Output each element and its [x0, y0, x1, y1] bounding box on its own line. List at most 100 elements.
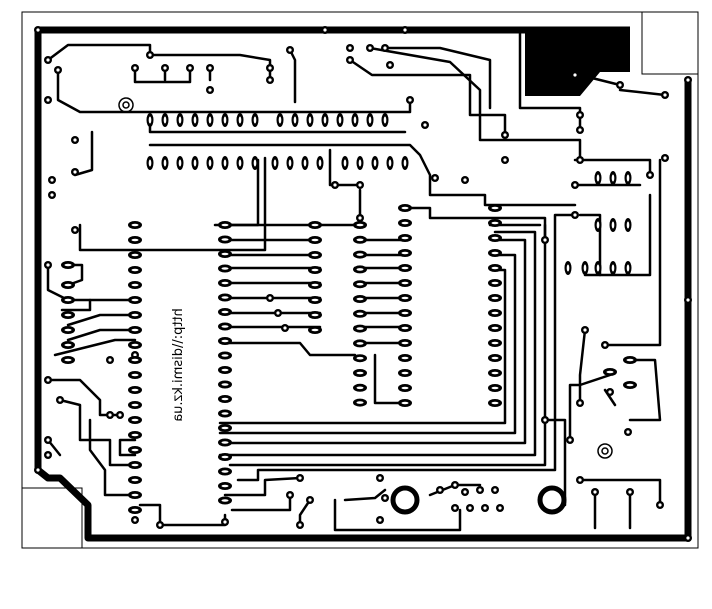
mounting-holes [390, 485, 567, 515]
ic-pin-hole [368, 116, 372, 124]
pad-layer [34, 26, 692, 542]
ic-pin-hole [163, 159, 167, 167]
ic-pin-hole [221, 484, 229, 488]
ic-pin-hole [338, 116, 342, 124]
ic-pin-hole [491, 356, 499, 360]
ic-pin-hole [64, 328, 72, 332]
pad-drill-hole [618, 83, 622, 87]
pad-drill-hole [58, 398, 62, 402]
pad-drill-hole [478, 488, 482, 492]
pad-drill-hole [36, 28, 40, 32]
ic-pin-hole [311, 298, 319, 302]
pad-drill-hole [133, 66, 137, 70]
ic-pin-hole [401, 311, 409, 315]
pad-drill-hole [608, 390, 612, 394]
ic-pin-hole [221, 368, 229, 372]
pad-drill-hole [308, 498, 312, 502]
pad-drill-hole [663, 93, 667, 97]
ic-pin-hole [148, 116, 152, 124]
ic-pin-hole [131, 418, 139, 422]
pad-drill-hole [578, 128, 582, 132]
ic-pin-hole [356, 312, 364, 316]
ic-pin-hole [131, 268, 139, 272]
pad-drill-hole [383, 496, 387, 500]
ic-pin-hole [238, 159, 242, 167]
pad-drill-hole [468, 506, 472, 510]
pad-drill-hole [46, 453, 50, 457]
ic-pin-hole [401, 326, 409, 330]
pad-drill-hole [208, 66, 212, 70]
ic-pin-hole [131, 403, 139, 407]
pad-drill-hole [463, 490, 467, 494]
pad-drill-hole [73, 170, 77, 174]
ic-pin-hole [221, 223, 229, 227]
pad-drill-hole [46, 58, 50, 62]
ic-pin-hole [221, 267, 229, 270]
ic-pin-hole [131, 328, 139, 332]
pad-drill-hole [108, 358, 112, 362]
ic-pin-hole [401, 356, 409, 360]
ic-pin-hole [221, 412, 229, 415]
ic-pin-hole [221, 426, 229, 430]
pad-drill-hole [658, 503, 662, 507]
pad-drill-hole [433, 176, 437, 180]
pad-drill-hole [573, 73, 577, 77]
pad-drill-hole [403, 28, 407, 32]
pad-drill-hole [298, 476, 302, 480]
pad-drill-hole [73, 228, 77, 232]
ic-pin-hole [626, 221, 630, 229]
pad-drill-hole [578, 478, 582, 482]
ic-pin-hole [491, 236, 499, 240]
pad-drill-hole [298, 523, 302, 527]
ic-pin-hole [491, 251, 499, 255]
pad-drill-hole [378, 518, 382, 522]
ic-pin-hole [311, 283, 319, 287]
board-frame [21, 11, 699, 549]
ic-pin-hole [221, 339, 229, 343]
pad-drill-hole [578, 401, 582, 405]
ic-pin-hole [311, 328, 319, 332]
ic-pin-hole [491, 281, 499, 285]
ic-pin-hole [131, 463, 139, 467]
pad-drill-hole [323, 28, 327, 32]
board-label-group: http:\\dismi.kz.ua [171, 308, 186, 422]
ic-pin-hole [626, 264, 630, 272]
ic-pin-hole [401, 341, 409, 345]
ic-pin-hole [343, 159, 347, 167]
ic-pin-hole [131, 433, 139, 437]
ic-pin-hole [221, 296, 229, 299]
ic-pin-hole [626, 383, 634, 387]
pad-drill-hole [543, 418, 547, 422]
ic-pin-hole [64, 343, 72, 347]
pad-drill-hole [583, 328, 587, 332]
ic-pin-hole [221, 325, 229, 328]
ic-pin-hole [131, 373, 139, 377]
ic-pin-hole [208, 116, 212, 124]
pad-drill-hole [50, 193, 54, 197]
pad-drill-hole [543, 238, 547, 242]
ic-pin-hole [373, 159, 377, 167]
ic-pin-hole [131, 313, 139, 317]
pad-drill-hole [593, 490, 597, 494]
ic-pin-hole [131, 283, 139, 287]
pad-drill-hole [463, 178, 467, 182]
trace-layer [46, 28, 667, 532]
ic-pin-hole [131, 238, 139, 242]
pad-drill-hole [573, 213, 577, 217]
pad-drill-hole [603, 343, 607, 347]
ic-pin-hole [221, 441, 229, 444]
ic-footprints [61, 113, 637, 514]
ic-pin-hole [606, 370, 614, 374]
pad-drill-hole [453, 506, 457, 510]
ic-pin-hole [64, 358, 72, 362]
board-label: http:\\dismi.kz.ua [171, 308, 186, 422]
ic-pin-hole [611, 174, 615, 182]
pad-drill-hole [276, 311, 280, 315]
pad-drill-hole [50, 178, 54, 182]
ic-pin-hole [491, 341, 499, 345]
ic-pin-hole [356, 327, 364, 330]
ic-pin-hole [221, 281, 229, 285]
ic-pin-hole [611, 221, 615, 229]
ic-pin-hole [356, 253, 364, 256]
ic-pin-hole [253, 116, 257, 124]
